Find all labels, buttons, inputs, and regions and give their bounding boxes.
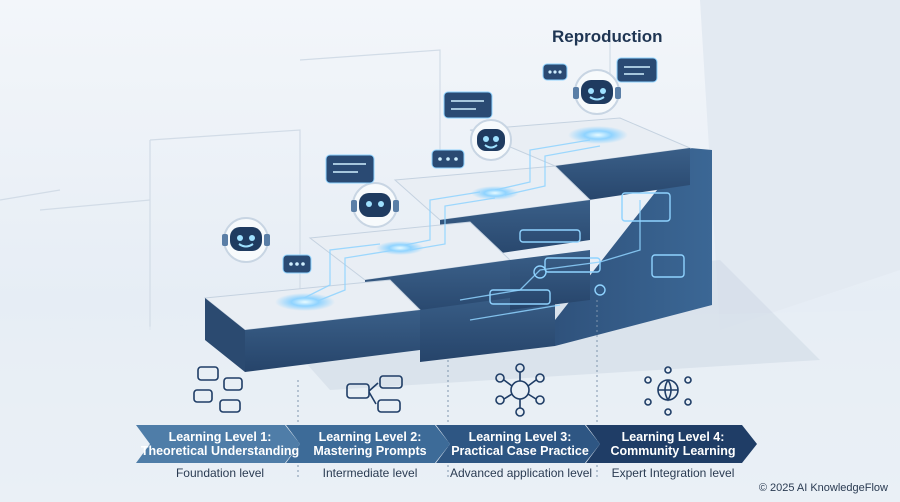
glow-pad-2 (376, 241, 424, 255)
page-title: Reproduction (552, 27, 663, 46)
robot-1-icon (222, 217, 270, 263)
level-4-label: Learning Level 4: Community Learning (600, 425, 746, 463)
chat-lines (333, 66, 650, 173)
step-1-front (245, 310, 420, 372)
stair-base-front (420, 292, 555, 362)
community-globe-icon (644, 366, 692, 416)
level-4-subtitle: Expert Integration level (611, 466, 735, 480)
glow-pad-4 (568, 126, 628, 144)
chat-dots (289, 70, 562, 266)
level-1-line1: Learning Level 1: (168, 430, 272, 444)
circuit-bubbles (489, 192, 685, 305)
robot-2-icon (351, 182, 399, 228)
stair-side-face (555, 148, 712, 346)
level-3-line1: Learning Level 3: (468, 430, 572, 444)
level-2-line2: Mastering Prompts (313, 444, 427, 458)
glow-pad-3 (471, 186, 519, 200)
robot-3-icon (470, 119, 512, 161)
level-1-label: Learning Level 1: Theoretical Understand… (141, 425, 299, 463)
chevron-level-4 (586, 425, 757, 463)
chat-bubbles-scene (282, 57, 658, 274)
level-3-subtitle: Advanced application level (450, 466, 593, 480)
step-4-front (555, 148, 690, 205)
chevron-level-3 (436, 425, 600, 463)
copyright: © 2025 AI KnowledgeFlow (758, 482, 888, 494)
level-1-subtitle: Foundation level (175, 466, 265, 480)
right-wall (700, 0, 900, 330)
network-nodes-icon (495, 363, 545, 417)
level-3-line2: Practical Case Practice (451, 444, 589, 458)
robot-4-icon (573, 69, 621, 115)
chat-bubbles-icon (193, 366, 243, 413)
step-1-left (205, 298, 245, 372)
chevron-level-2 (286, 425, 450, 463)
level-4-line2: Community Learning (610, 444, 736, 458)
level-2-label: Learning Level 2: Mastering Prompts (300, 425, 440, 463)
level-1-line2: Theoretical Understanding (140, 444, 300, 458)
level-4-line1: Learning Level 4: (621, 430, 725, 444)
stair-mid-front (510, 250, 590, 310)
level-2-subtitle: Intermediate level (322, 466, 418, 480)
glow-pad-1 (275, 293, 335, 311)
chevron-level-1 (136, 425, 300, 463)
prompt-flow-icon (346, 375, 403, 413)
level-2-line1: Learning Level 2: (318, 430, 422, 444)
level-3-label: Learning Level 3: Practical Case Practic… (450, 425, 590, 463)
